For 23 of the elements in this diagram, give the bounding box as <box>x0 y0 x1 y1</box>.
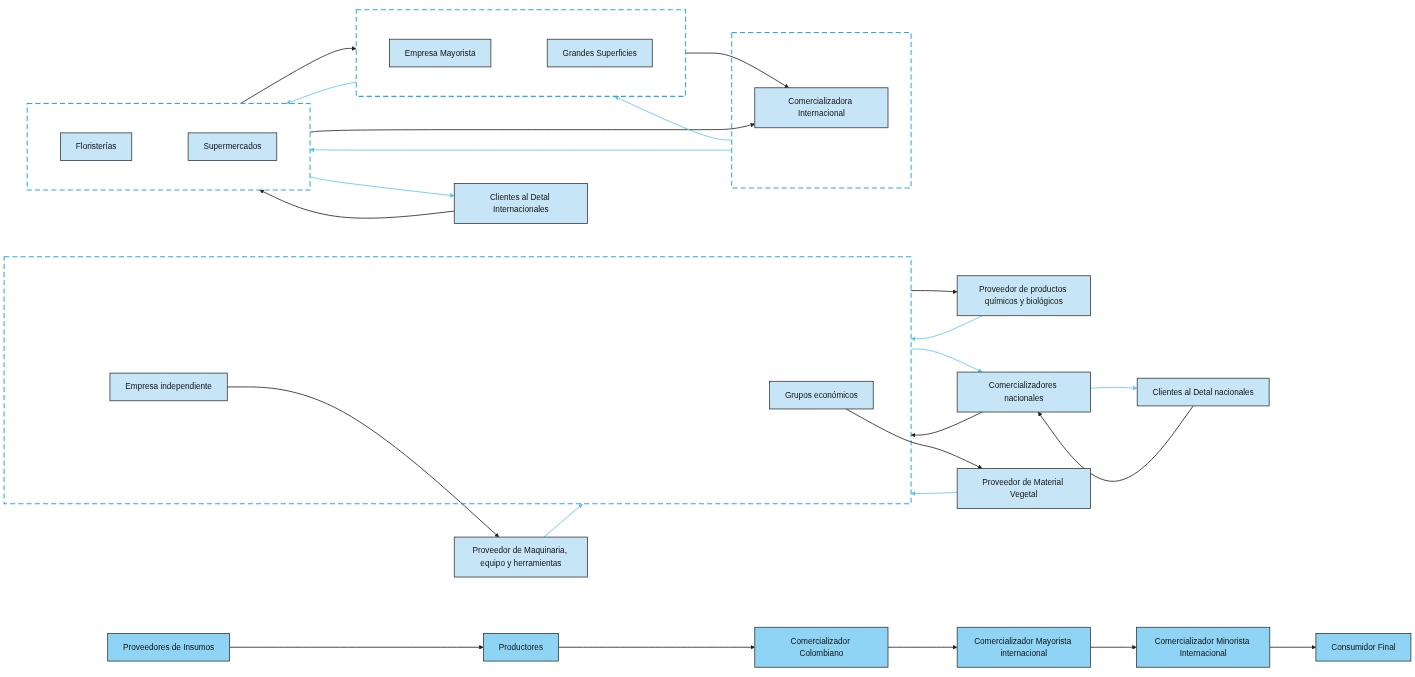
node-box: Comercializador Colombiano <box>754 626 889 668</box>
node-box: Comercializador Mayorista internacional <box>956 626 1091 668</box>
node-box: Proveedor de Material Vegetal <box>956 468 1091 509</box>
node-box: Productores <box>483 633 559 662</box>
node-box: Proveedor de Maquinaria, equipo y herramientas <box>453 536 588 578</box>
node-box: Clientes al Detal Internacionales <box>453 183 588 224</box>
cluster <box>731 32 912 189</box>
node-box: Empresa Mayorista <box>389 38 492 68</box>
node-box: Grandes Superficies <box>546 38 653 68</box>
node-box: Comercializador Minorista Internacional <box>1136 626 1271 668</box>
node-box: Floristerías <box>60 132 133 161</box>
node-box: Proveedor de productos químicos y biológicos <box>956 275 1091 317</box>
node-box: Consumidor Final <box>1315 633 1412 662</box>
node-box: Grupos económicos <box>769 380 874 410</box>
node-box: Proveedores de Insumos <box>107 633 230 662</box>
node-box: Comercializadora Internacional <box>754 87 889 129</box>
node-box: Comercializadores nacionales <box>956 371 1091 413</box>
node-box: Empresa independiente <box>109 372 228 402</box>
cluster <box>3 256 912 505</box>
node-box: Clientes al Detal nacionales <box>1136 377 1270 407</box>
cluster <box>26 102 311 191</box>
cluster <box>355 9 687 97</box>
node-box: Supermercados <box>187 132 278 161</box>
